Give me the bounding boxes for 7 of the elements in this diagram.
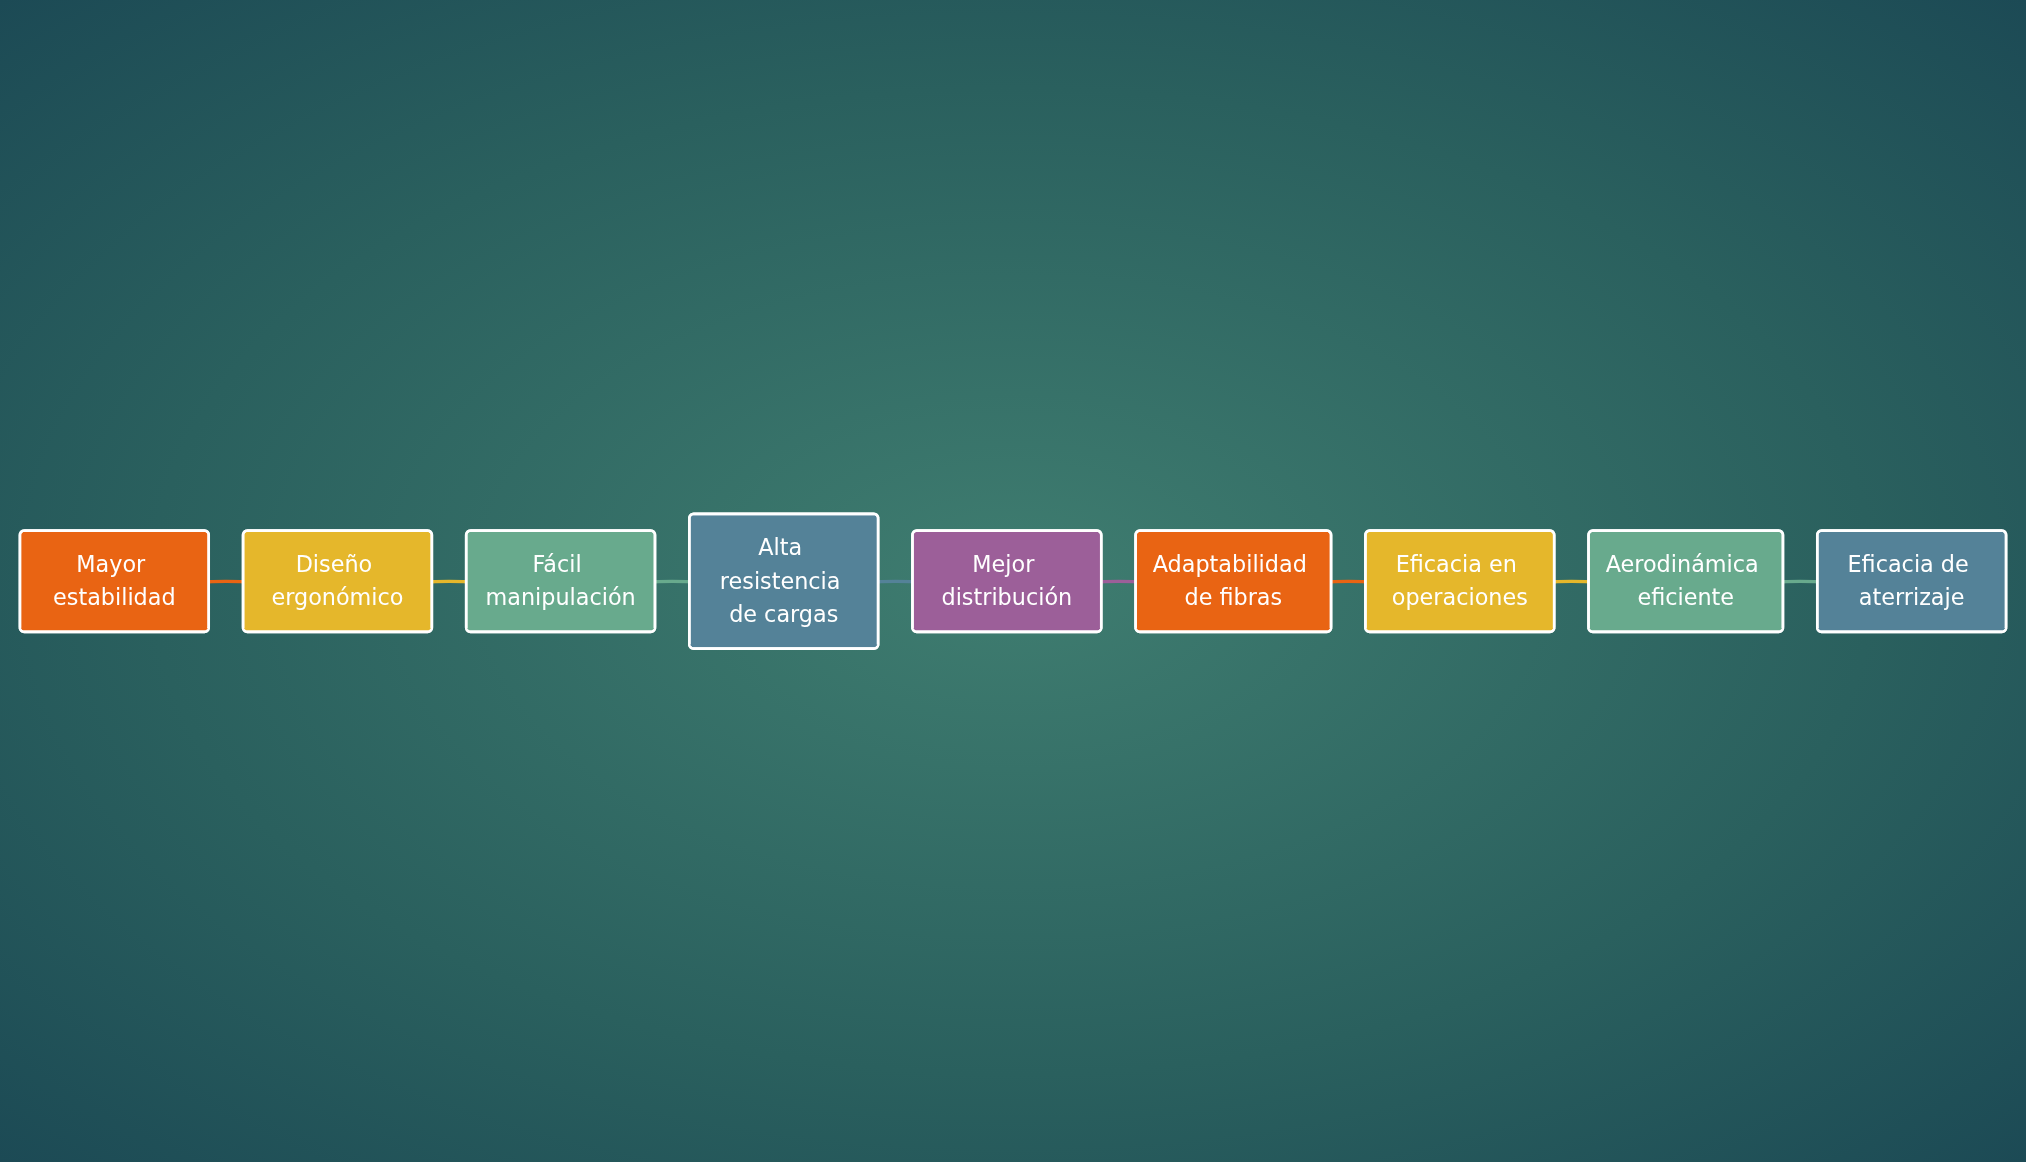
connector bbox=[432, 579, 467, 584]
connector bbox=[1331, 579, 1366, 584]
connector bbox=[1783, 579, 1818, 584]
connector bbox=[655, 579, 690, 584]
connector bbox=[1554, 579, 1589, 584]
connector bbox=[878, 579, 913, 584]
connector bbox=[209, 579, 244, 584]
